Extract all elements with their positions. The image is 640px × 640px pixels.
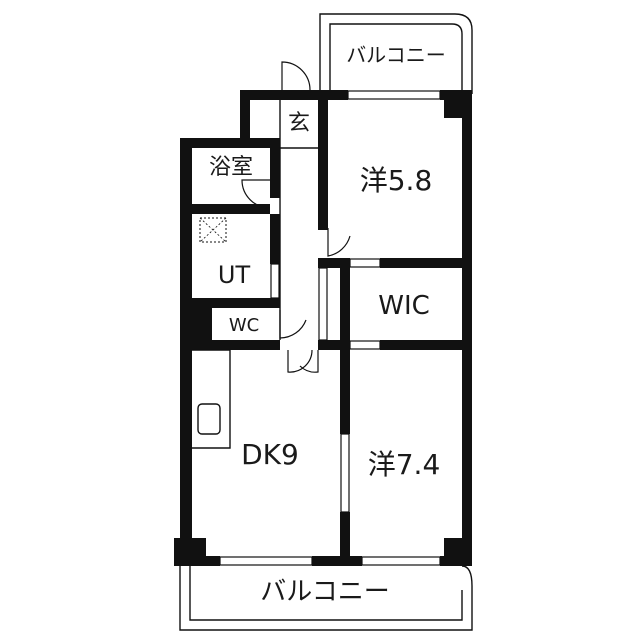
- door-swings: [241, 61, 351, 373]
- label-wc: WC: [229, 315, 259, 336]
- label-genkan: 玄: [288, 111, 310, 136]
- corridor: [279, 100, 318, 340]
- interior-walls: [180, 90, 472, 566]
- room-labels: バルコニー 玄 浴室 洋5.8 UT WIC WC DK9 洋7.4 バルコニー: [209, 43, 446, 607]
- fixtures: [192, 217, 231, 449]
- label-bath: 浴室: [209, 155, 253, 180]
- label-balcony-bottom: バルコニー: [260, 577, 389, 607]
- exterior-walls: [174, 90, 472, 566]
- balcony-bottom: [179, 565, 473, 631]
- label-wic: WIC: [378, 291, 430, 321]
- windows: [219, 90, 441, 566]
- kitchen-counter-icon: [192, 349, 231, 449]
- balcony-top: [319, 13, 473, 94]
- label-balcony-top: バルコニー: [346, 43, 446, 67]
- label-utility: UT: [218, 261, 251, 289]
- label-western-room-1: 洋5.8: [360, 164, 433, 197]
- label-dk: DK9: [241, 438, 299, 471]
- washer-icon: [199, 217, 227, 243]
- label-western-room-2: 洋7.4: [368, 448, 441, 481]
